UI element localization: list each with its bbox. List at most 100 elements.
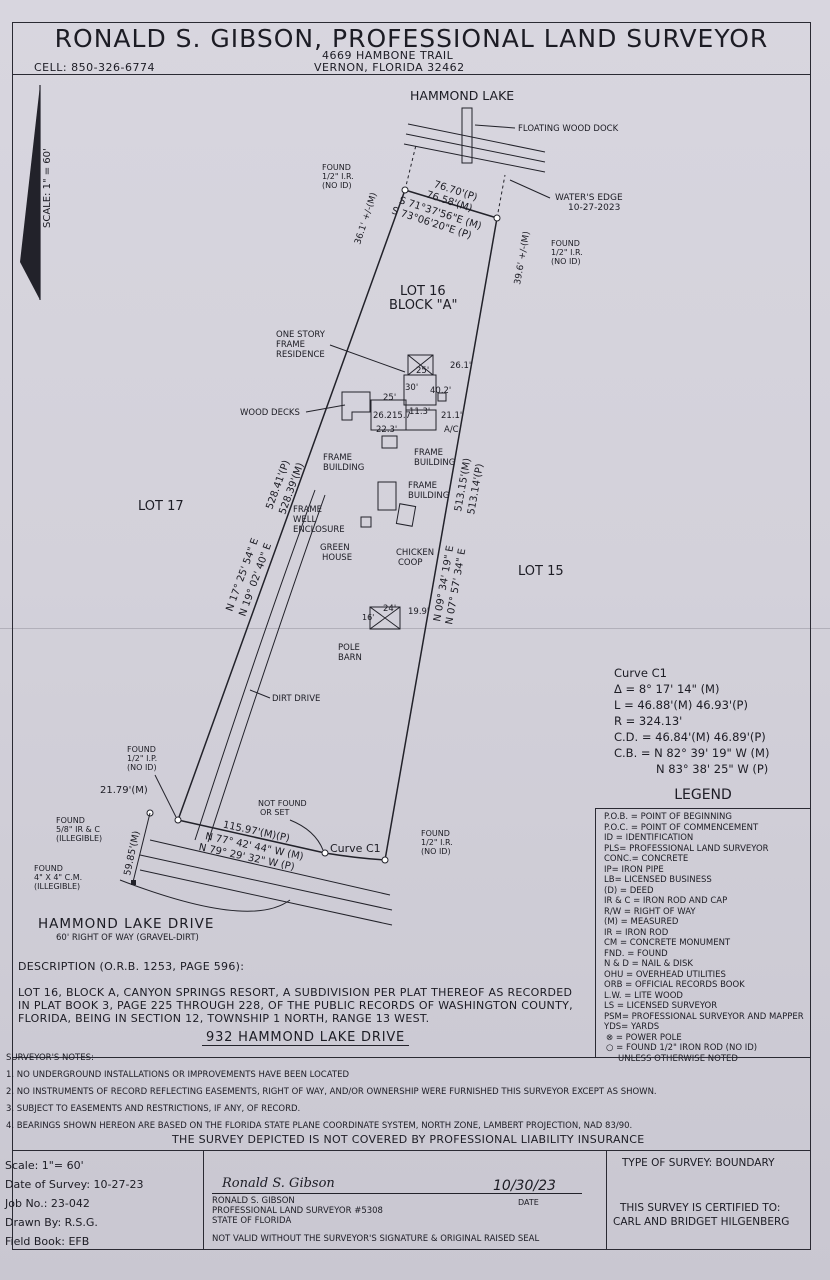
lot17-label: LOT 17 — [138, 499, 184, 514]
dim-40-2: 40.2' — [430, 386, 451, 396]
curve-delta: Δ = 8° 17' 14" (M) — [614, 682, 720, 696]
legend-item: IP= IRON PIPE — [604, 864, 664, 875]
legend-item: (D) = DEED — [604, 885, 654, 896]
description-line2: IN PLAT BOOK 3, PAGE 225 THROUGH 228, OF… — [18, 999, 573, 1012]
title-block-divider — [12, 1150, 811, 1151]
paper-fold — [0, 628, 830, 629]
dim-11-3: 11.3' — [409, 407, 430, 417]
dim-26-1: 26.1' — [450, 361, 471, 371]
curve-title: Curve C1 — [614, 666, 667, 680]
waters-edge-date: 10-27-2023 — [568, 203, 620, 213]
lake-label: HAMMOND LAKE — [410, 88, 514, 103]
certified-to-names: CARL AND BRIDGET HILGENBERG — [613, 1216, 790, 1228]
greenhouse-shape — [360, 516, 372, 528]
description-heading: DESCRIPTION (O.R.B. 1253, PAGE 596): — [18, 960, 245, 973]
dock-shape — [461, 107, 473, 164]
job-drawn-by: Drawn By: R.S.G. — [5, 1216, 98, 1229]
job-number: Job No.: 23-042 — [5, 1197, 90, 1210]
wood-decks-label: WOOD DECKS — [240, 408, 300, 418]
legend-item: R/W = RIGHT OF WAY — [604, 906, 696, 917]
surveyor-notes: SURVEYOR'S NOTES: 1. NO UNDERGROUND INST… — [6, 1050, 657, 1135]
legend-item: CM = CONCRETE MONUMENT — [604, 938, 731, 948]
dim-22-3: 22.3' — [376, 425, 397, 435]
residence-shape — [403, 374, 437, 406]
curve-radius: R = 324.13' — [614, 714, 683, 728]
job-scale: Scale: 1"= 60' — [5, 1159, 84, 1172]
legend-item: IR = IRON ROD — [604, 927, 669, 938]
dim-24: 24' — [383, 604, 396, 614]
surveyor-address-line1: 4669 HAMBONE TRAIL — [322, 49, 454, 62]
signature-note: NOT VALID WITHOUT THE SURVEYOR'S SIGNATU… — [212, 1234, 540, 1244]
curve-c1-label: Curve C1 — [330, 842, 381, 855]
pole-barn-shape — [369, 606, 401, 630]
surveyor-credentials: RONALD S. GIBSON PROFESSIONAL LAND SURVE… — [212, 1196, 383, 1226]
legend-item: ORB = OFFICIAL RECORDS BOOK — [604, 980, 745, 990]
road-edges — [139, 839, 393, 926]
north-arrow-icon — [20, 85, 40, 300]
dim-25b: 25' — [383, 393, 396, 403]
dirt-drive-label: DIRT DRIVE — [272, 694, 320, 704]
legend-item: ○ = FOUND 1/2" IRON ROD (NO ID) — [606, 1043, 758, 1053]
signature: Ronald S. Gibson — [222, 1176, 335, 1191]
legend-item: LB= LICENSED BUSINESS — [604, 875, 712, 885]
curve-bearing-p: N 83° 38' 25" W (P) — [656, 762, 769, 776]
legend-item: LS = LICENSED SURVEYOR — [604, 1001, 718, 1011]
road-name: HAMMOND LAKE DRIVE — [38, 916, 214, 932]
east-tie: 39.6' +/-(M) — [513, 231, 532, 286]
legend-title: LEGEND — [674, 787, 732, 803]
legend-item: OHU = OVERHEAD UTILITIES — [604, 969, 726, 980]
north-line — [404, 189, 498, 219]
signature-date: 10/30/23 — [493, 1178, 556, 1194]
tie-59-85: 59.85'(M) — [122, 830, 142, 877]
legend-item: P.O.C. = POINT OF COMMENCEMENT — [604, 822, 759, 833]
header-divider — [12, 74, 811, 75]
curve-table: Curve C1 Δ = 8° 17' 14" (M) L = 46.88'(M… — [614, 665, 769, 777]
legend-item: IR & C = IRON ROD AND CAP — [604, 896, 728, 906]
surveyor-address-line2: VERNON, FLORIDA 32462 — [314, 61, 465, 74]
job-info: Scale: 1"= 60' Date of Survey: 10-27-23 … — [5, 1156, 143, 1251]
east-line — [384, 217, 498, 861]
legend-item: P.O.B. = POINT OF BEGINNING — [604, 812, 732, 822]
legend-item: YDS= YARDS — [604, 1022, 660, 1032]
lot16-label: LOT 16 — [400, 284, 446, 299]
notes-heading: SURVEYOR'S NOTES: — [6, 1053, 94, 1063]
legend-item: ID = IDENTIFICATION — [604, 833, 694, 843]
dim-21-1: 21.1' — [441, 411, 462, 421]
west-tie: 36.1' +/-(M) — [353, 191, 379, 245]
legend-item: ⊗ = POWER POLE — [606, 1032, 682, 1043]
dirt-drive-path — [194, 489, 326, 843]
legend-item: (M) = MEASURED — [604, 917, 679, 927]
note-item: 3. SUBJECT TO EASEMENTS AND RESTRICTIONS… — [6, 1104, 301, 1114]
description-line1: LOT 16, BLOCK A, CANYON SPRINGS RESORT, … — [18, 986, 573, 999]
surveyor-title: RONALD S. GIBSON, PROFESSIONAL LAND SURV… — [54, 24, 769, 53]
legend-item: L.W. = LITE WOOD — [604, 990, 683, 1001]
survey-type: TYPE OF SURVEY: BOUNDARY — [622, 1157, 775, 1169]
legend-item: N & D = NAIL & DISK — [604, 959, 693, 969]
job-field-book: Field Book: EFB — [5, 1235, 90, 1248]
wood-deck-shape — [341, 391, 371, 421]
curve-bearing-m: C.B. = N 82° 39' 19" W (M) — [614, 746, 770, 760]
note-item: 4. BEARINGS SHOWN HEREON ARE BASED ON TH… — [6, 1121, 633, 1131]
lot15-label: LOT 15 — [518, 564, 564, 579]
dim-30: 30' — [405, 383, 418, 393]
description-line3: FLORIDA, BEING IN SECTION 12, TOWNSHIP 1… — [18, 1012, 430, 1025]
curve-chord: C.D. = 46.84'(M) 46.89'(P) — [614, 730, 766, 744]
dim-25a: 25' — [416, 366, 429, 376]
dim-19-9: 19.9' — [408, 607, 429, 617]
dock-label: FLOATING WOOD DOCK — [518, 124, 619, 134]
legend-box: P.O.B. = POINT OF BEGINNING P.O.C. = POI… — [595, 808, 811, 1064]
